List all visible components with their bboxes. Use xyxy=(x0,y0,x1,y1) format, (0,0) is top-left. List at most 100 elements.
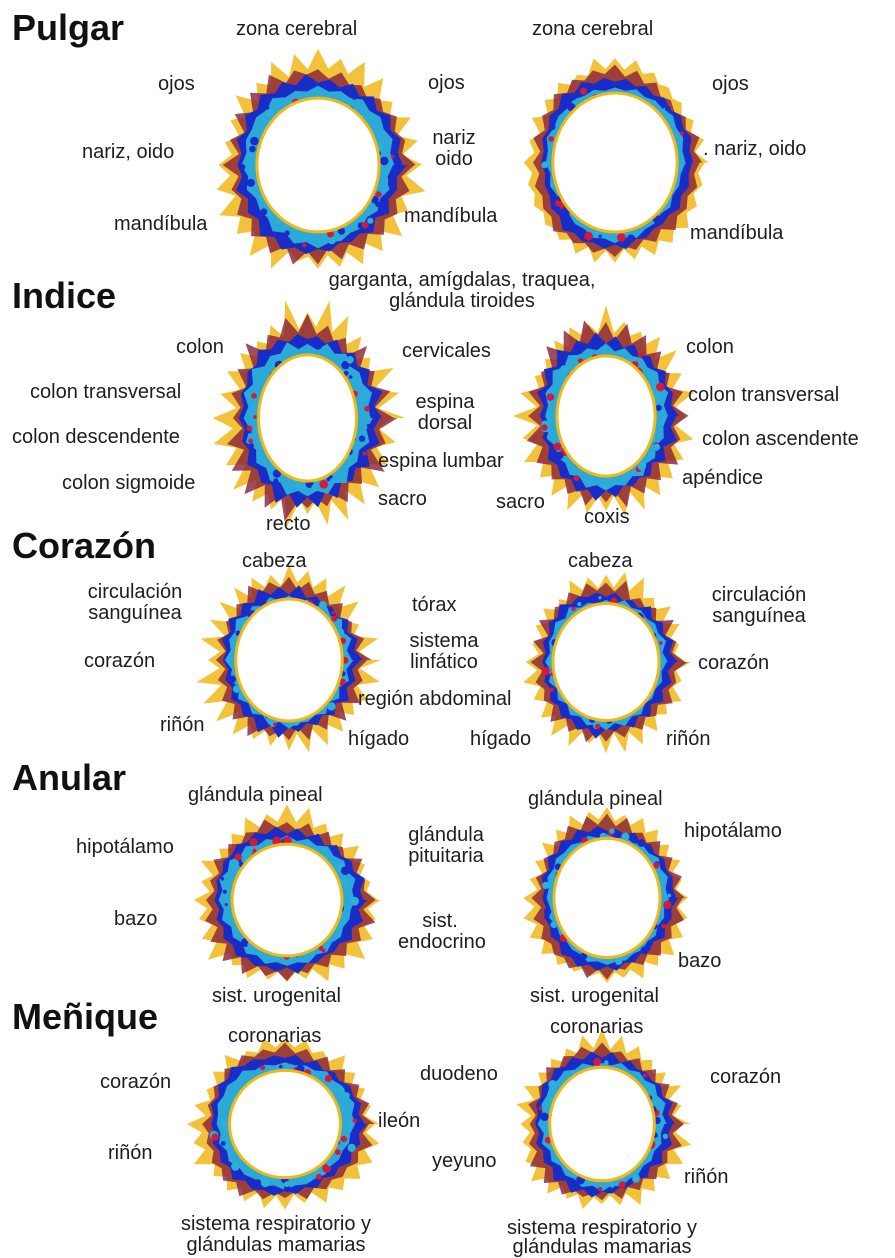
aura-speckle xyxy=(319,601,327,609)
label-indice-right-colon-transversal: colon transversal xyxy=(688,384,839,406)
label-corazon-left-rinon: riñón xyxy=(160,714,204,736)
label-indice-center-espina-1: espina xyxy=(414,391,476,413)
aura-speckle xyxy=(277,354,280,357)
aura-speckle xyxy=(250,838,258,846)
aura-speckle xyxy=(601,239,606,244)
label-anular-center-endocrino-2: endocrino xyxy=(398,931,482,953)
aura-speckle xyxy=(661,924,666,929)
label-anular-center-pituitaria-2: pituitaria xyxy=(404,845,488,867)
label-indice-center-espina-lumbar: espina lumbar xyxy=(378,450,504,472)
label-corazon-left-circulacion-2: sanguínea xyxy=(76,602,194,624)
aura-speckle xyxy=(663,901,671,909)
ring-indice-right xyxy=(522,322,690,510)
label-pulgar-left-mandibula: mandíbula xyxy=(114,213,207,235)
aura-core xyxy=(550,1067,655,1181)
aura-core xyxy=(554,838,660,957)
label-pulgar-garganta-2: glándula tiroides xyxy=(292,290,632,312)
section-title-indice: Indice xyxy=(12,276,116,316)
aura-speckle xyxy=(663,1134,668,1139)
label-indice-left-recto: recto xyxy=(266,513,310,535)
aura-speckle xyxy=(595,724,601,730)
aura-core xyxy=(557,356,655,476)
aura-speckle xyxy=(285,232,289,236)
aura-speckle xyxy=(542,667,550,675)
aura-speckle xyxy=(265,105,270,110)
aura-speckle xyxy=(221,1141,226,1146)
aura-speckle xyxy=(680,131,684,135)
aura-speckle xyxy=(656,405,662,411)
label-pulgar-center-ojos: ojos xyxy=(428,72,465,94)
aura-speckle xyxy=(220,1119,229,1128)
ring-anular-right xyxy=(522,812,692,984)
aura-speckle xyxy=(249,443,254,448)
aura-speckle xyxy=(544,908,551,915)
label-pulgar-right-mandibula: mandíbula xyxy=(690,222,783,244)
aura-speckle xyxy=(388,180,396,188)
aura-speckle xyxy=(251,393,257,399)
label-indice-center-sacro-right: sacro xyxy=(496,491,545,513)
label-corazon-right-rinon: riñón xyxy=(666,728,710,750)
aura-speckle xyxy=(604,1060,608,1064)
section-title-pulgar: Pulgar xyxy=(12,8,124,48)
label-corazon-center-higado-right: hígado xyxy=(470,728,531,750)
aura-speckle xyxy=(665,106,671,112)
aura-core xyxy=(236,599,343,721)
label-indice-right-colon-ascendente: colon ascendente xyxy=(702,428,859,450)
label-menique-right-rinon: riñón xyxy=(684,1166,728,1188)
ring-corazon-right xyxy=(520,578,692,746)
aura-speckle xyxy=(573,475,579,481)
label-pulgar-right-ojos: ojos xyxy=(712,73,749,95)
aura-speckle xyxy=(238,860,241,863)
label-pulgar-garganta-1: garganta, amígdalas, traquea, xyxy=(292,269,632,291)
aura-speckle xyxy=(362,222,369,229)
label-anular-left-sist-urogenital: sist. urogenital xyxy=(212,985,341,1007)
aura-core xyxy=(232,844,342,956)
aura-speckle xyxy=(627,235,635,243)
aura-speckle xyxy=(248,439,253,444)
aura-speckle xyxy=(315,342,322,349)
aura-speckle xyxy=(253,415,257,419)
label-anular-left-hipotalamo: hipotálamo xyxy=(76,836,174,858)
label-pulgar-center-nariz-oido-2: oido xyxy=(428,148,480,170)
aura-speckle xyxy=(638,352,644,358)
aura-speckle xyxy=(617,233,626,242)
aura-speckle xyxy=(391,155,395,159)
aura-speckle xyxy=(327,1162,331,1166)
aura-speckle xyxy=(638,839,646,847)
label-indice-center-sacro-left: sacro xyxy=(378,488,427,510)
aura-speckle xyxy=(538,1106,542,1110)
aura-core xyxy=(259,355,357,481)
label-anular-left-glandula-pineal: glándula pineal xyxy=(188,784,323,806)
aura-speckle xyxy=(335,1149,341,1155)
aura-speckle xyxy=(380,157,389,166)
label-indice-left-colon: colon xyxy=(176,336,224,358)
label-corazon-left-cabeza: cabeza xyxy=(242,550,307,572)
aura-speckle xyxy=(226,1144,230,1148)
aura-speckle xyxy=(541,162,548,169)
aura-speckle xyxy=(571,607,575,611)
aura-speckle xyxy=(584,232,593,241)
aura-speckle xyxy=(228,675,236,683)
aura-speckle xyxy=(641,946,649,954)
label-pulgar-right-nariz-oido: . nariz, oido xyxy=(703,138,806,160)
label-pulgar-left-ojos: ojos xyxy=(158,73,195,95)
label-anular-right-glandula-pineal: glándula pineal xyxy=(528,788,663,810)
aura-speckle xyxy=(307,1175,313,1181)
aura-speckle xyxy=(577,602,581,606)
ring-menique-left xyxy=(190,1040,380,1208)
aura-speckle xyxy=(350,897,359,906)
aura-speckle xyxy=(349,375,353,379)
aura-speckle xyxy=(653,444,660,451)
aura-speckle xyxy=(247,425,253,431)
aura-speckle xyxy=(376,191,382,197)
label-anular-right-sist-urogenital: sist. urogenital xyxy=(530,985,659,1007)
aura-speckle xyxy=(573,97,576,100)
aura-speckle xyxy=(320,480,329,489)
aura-speckle xyxy=(249,146,256,153)
label-anular-left-bazo: bazo xyxy=(114,908,157,930)
aura-speckle xyxy=(223,890,227,894)
aura-speckle xyxy=(598,1187,602,1191)
ring-indice-left xyxy=(225,318,390,518)
aura-speckle xyxy=(364,406,370,412)
label-corazon-right-cabeza: cabeza xyxy=(568,550,633,572)
